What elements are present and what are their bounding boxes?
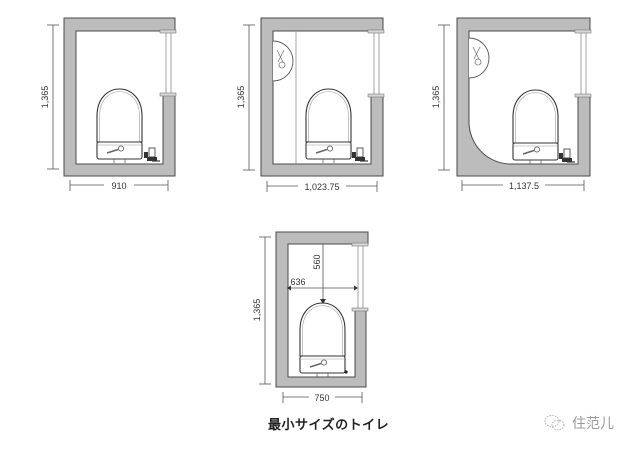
- width-dimension: 1,023.75: [266, 181, 378, 192]
- width-dimension: 1,137.5: [461, 180, 585, 191]
- sliding-door-track: [351, 242, 369, 312]
- water-valve-icon: [558, 148, 576, 163]
- clearance-width-arrow: 636: [287, 277, 358, 291]
- depth-dimension: 1,365: [431, 24, 450, 171]
- water-valve-icon: [351, 147, 369, 162]
- clearance-depth-arrow: 560: [312, 244, 326, 304]
- plan-minimum: 560 636 750 1,365: [252, 231, 369, 403]
- hand-sink-icon: [468, 37, 490, 79]
- wechat-icon: [544, 414, 566, 432]
- width-label: 910: [111, 181, 126, 191]
- water-valve-icon: [344, 370, 348, 374]
- water-valve-icon: [143, 147, 161, 162]
- sliding-door-track: [159, 29, 177, 97]
- width-label: 1,137.5: [509, 181, 539, 191]
- wall: [275, 231, 369, 388]
- depth-label: 1,365: [236, 86, 246, 109]
- depth-dimension: 1,365: [40, 24, 59, 170]
- watermark-text: 住范儿: [572, 416, 614, 432]
- depth-label: 1,365: [252, 299, 262, 322]
- clearance-depth-label: 560: [312, 254, 322, 269]
- toilet-icon: [299, 302, 346, 378]
- watermark: 住范儿: [544, 413, 614, 433]
- width-dimension: 750: [282, 392, 363, 403]
- toilet-icon: [96, 88, 143, 164]
- plan-910: 910 1,365: [40, 17, 177, 191]
- toilet-icon: [305, 88, 352, 164]
- plan-1137: 1,137.5 1,365: [431, 17, 592, 191]
- width-label: 750: [314, 393, 329, 403]
- hand-sink-icon: [272, 40, 294, 82]
- figure-caption: 最小サイズのトイレ: [268, 418, 390, 433]
- toilet-icon: [512, 89, 559, 165]
- wall: [63, 17, 176, 177]
- wall: [456, 17, 591, 177]
- sliding-door-track: [367, 29, 385, 98]
- width-label: 1,023.75: [304, 182, 339, 192]
- clearance-width-label: 636: [290, 277, 305, 287]
- depth-label: 1,365: [431, 86, 441, 109]
- plan-1023: 1,023.75 1,365: [236, 17, 385, 192]
- depth-dimension: 1,365: [236, 24, 255, 171]
- sliding-door-track: [574, 29, 592, 98]
- width-dimension: 910: [69, 180, 169, 191]
- depth-label: 1,365: [40, 86, 50, 109]
- depth-dimension: 1,365: [252, 236, 271, 385]
- wall: [260, 17, 384, 177]
